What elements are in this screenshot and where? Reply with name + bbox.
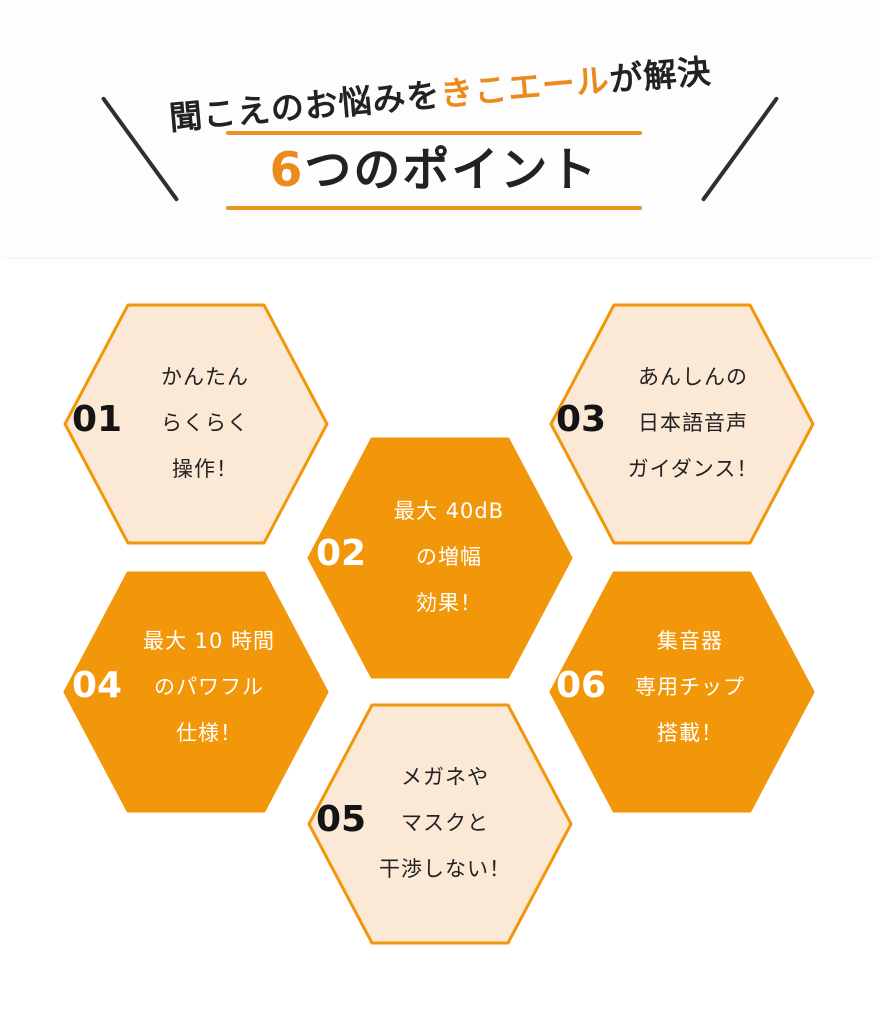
point-line: マスクと [401,811,489,835]
point-number: 01 [72,399,123,440]
point-line: ガイダンス！ [627,457,759,481]
point-line: 最大 40dB [393,499,505,523]
brand-name: きこエール [438,60,612,114]
subtitle-suffix: が解決 [607,51,713,100]
point-line: 日本語音声 [638,411,748,435]
point-line: 仕様！ [176,721,242,745]
subtitle-prefix: 聞こえのお悩みを [167,75,442,138]
point-line: 搭載！ [657,721,723,745]
title-top-rule [226,131,642,135]
point-number: 02 [316,533,367,574]
section-subtitle: 聞こえのお悩みをきこエールが解決 [149,43,731,141]
point-card-04: 04 最大 10 時間 のパワフル 仕様！ [62,570,330,814]
point-description: メガネや マスクと 干渉しない！ [360,754,530,892]
point-description: 最大 10 時間 のパワフル 仕様！ [124,618,294,756]
point-line: かんたん [161,365,249,389]
point-number: 05 [316,799,367,840]
point-card-02: 02 最大 40dB の増幅 効果！ [306,436,574,680]
right-slash-decoration [700,96,780,202]
point-description: 最大 40dB の増幅 効果！ [374,488,524,626]
point-line: の増幅 [416,545,482,569]
point-number: 03 [556,399,607,440]
point-number: 06 [556,665,607,706]
point-line: 専用チップ [635,675,745,699]
header-section: 聞こえのお悩みをきこエールが解決 6つのポイント [0,0,880,258]
point-line: メガネや [401,765,489,789]
hexagon-shape [549,571,815,813]
point-card-06: 06 集音器 専用チップ 搭載！ [548,570,816,814]
point-line: 干渉しない！ [379,857,511,881]
hexagon-shape [307,437,573,679]
hexagon-shape [307,703,573,945]
point-line: 集音器 [657,629,723,653]
point-card-01: 01 かんたん らくらく 操作！ [62,302,330,546]
point-card-03: 03 あんしんの 日本語音声 ガイダンス！ [548,302,816,546]
section-title: 6つのポイント [226,138,642,204]
point-description: かんたん らくらく 操作！ [130,354,280,492]
point-line: 最大 10 時間 [142,629,276,653]
point-card-05: 05 メガネや マスクと 干渉しない！ [306,702,574,946]
hexagon-shape [63,571,329,813]
hexagon-shape [63,303,329,545]
point-description: あんしんの 日本語音声 ガイダンス！ [608,354,778,492]
point-line: 効果！ [416,591,482,615]
title-number: 6 [269,143,305,198]
point-line: 操作！ [172,457,238,481]
point-line: らくらく [161,411,249,435]
title-bottom-rule [226,206,642,210]
title-text: つのポイント [304,143,599,198]
hexagon-shape [549,303,815,545]
section-divider [6,258,874,259]
point-number: 04 [72,665,123,706]
point-description: 集音器 専用チップ 搭載！ [610,618,770,756]
point-line: のパワフル [154,675,264,699]
point-line: あんしんの [638,365,748,389]
